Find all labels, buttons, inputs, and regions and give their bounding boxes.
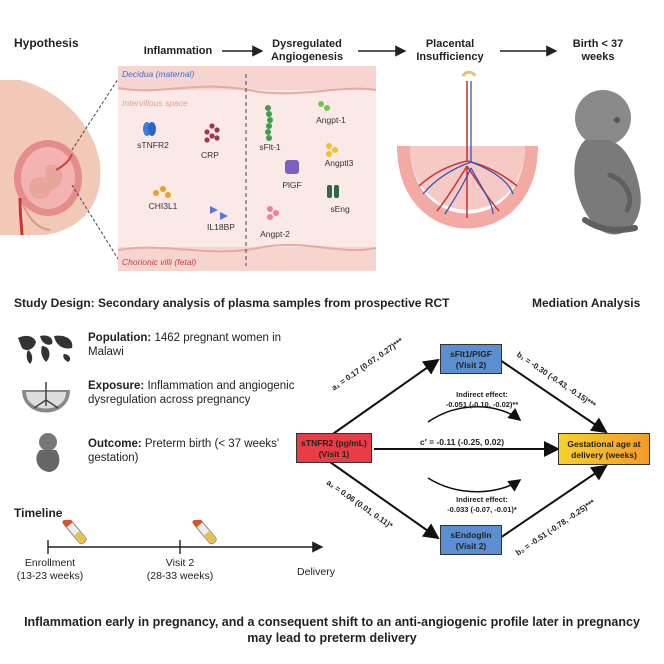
exposure-label: Exposure: [88, 380, 145, 392]
indirect-arc-1 [427, 406, 522, 423]
exposure-box-line2: (Visit 1) [318, 449, 350, 459]
mediator2-box: sEndoglin (Visit 2) [440, 525, 502, 555]
hypothesis-title: Hypothesis [14, 36, 79, 50]
exposure-box: sTNFR2 (pg/mL) (Visit 1) [296, 433, 372, 463]
enrollment-label: Enrollment (13-23 weeks) [0, 557, 100, 583]
visit2-label: Visit 2 (28-33 weeks) [130, 557, 230, 583]
world-map-icon [18, 335, 73, 364]
angptl3-label: Angptl3 [324, 158, 354, 168]
indirect2-value: -0.033 (-0.07, -0.01)* [447, 505, 517, 514]
mediator2-box-line2: (Visit 2) [455, 541, 487, 551]
flow-inflammation: Inflammation [143, 45, 213, 57]
enrollment-name: Enrollment [24, 557, 76, 569]
population-label: Population: [88, 332, 152, 344]
outcome-value: Preterm birth (< 37 weeks' gestation) [88, 438, 280, 464]
zoom-lines [71, 75, 121, 263]
placenta-small-icon [22, 382, 70, 413]
blood-tube-icon [61, 520, 87, 545]
outcome-box-line1: Gestational age at [567, 439, 641, 449]
design-title: Study Design: Secondary analysis of plas… [14, 296, 450, 310]
outcome-box: Gestational age at delivery (weeks) [558, 433, 650, 465]
mediator1-box: sFlt1/PlGF (Visit 2) [440, 344, 502, 374]
path-b1 [499, 359, 608, 434]
placenta-illustration [397, 70, 538, 229]
mediation-title: Mediation Analysis [532, 296, 641, 310]
mediation-diagram [329, 358, 608, 540]
enrollment-range: (13-23 weeks) [16, 570, 84, 582]
blood-tube-icon [192, 520, 217, 545]
exposure-value: Inflammation and angiogenic dysregulatio… [88, 380, 295, 406]
outcome-label: Outcome: [88, 438, 142, 450]
indirect1-title: Indirect effect: [456, 390, 508, 399]
fetus-head [29, 177, 51, 199]
chi3l1-label: CHI3L1 [148, 201, 178, 211]
crp-icon [204, 123, 220, 143]
timeline-title: Timeline [14, 506, 63, 520]
decidua-label: Decidua (maternal) [122, 69, 195, 79]
exposure-text: Exposure: Inflammation and angiogenic dy… [88, 379, 328, 407]
stnfr2-label: sTNFR2 [137, 140, 169, 150]
visit2-range: (28-33 weeks) [146, 570, 214, 582]
mediator1-box-line1: sFlt1/PlGF [449, 349, 493, 359]
plgf-label: PlGF [282, 180, 302, 190]
fetus-small-icon [36, 433, 60, 472]
chi3l1-icon [153, 186, 171, 198]
timeline-axis [47, 520, 324, 554]
flow-placental: Placental Insufficiency [416, 38, 484, 63]
outcome-text: Outcome: Preterm birth (< 37 weeks' gest… [88, 437, 318, 465]
path-a2 [329, 461, 440, 540]
indirect1-label: Indirect effect: -0.051 (-0.10, -0.02)** [432, 390, 532, 410]
delivery-label: Delivery [297, 566, 335, 578]
outcome-box-line2: delivery (weeks) [571, 450, 637, 460]
mediator1-box-line2: (Visit 2) [455, 360, 487, 370]
placenta-panel [118, 66, 376, 271]
fetus-illustration [574, 90, 641, 235]
seng-label: sEng [330, 204, 350, 214]
population-value: 1462 pregnant women in Malawi [88, 332, 282, 358]
conclusion-line1: Inflammation early in pregnancy, and a c… [24, 615, 640, 629]
pregnancy-illustration [0, 80, 101, 236]
flow-arrows [222, 45, 558, 57]
angpt2-icon [267, 206, 279, 220]
il18bp-label: IL18BP [207, 222, 235, 232]
visit2-name: Visit 2 [165, 557, 195, 569]
flow-birth: Birth < 37 weeks [572, 38, 624, 63]
plgf-icon [285, 160, 299, 174]
seng-icon [327, 185, 339, 198]
indirect2-label: Indirect effect: -0.033 (-0.07, -0.01)* [432, 495, 532, 515]
stnfr2-icon [143, 122, 156, 136]
path-b2 [499, 464, 608, 539]
path-a1 [329, 358, 440, 437]
sflt1-icon [265, 105, 273, 141]
flow-angiogenesis: Dysregulated Angiogenesis [270, 38, 344, 63]
chorionic-label: Chorionic villi (fetal) [122, 257, 197, 267]
angptl3-icon [326, 143, 338, 157]
angpt1-icon [318, 101, 330, 111]
mediator2-box-line1: sEndoglin [450, 530, 492, 540]
conclusion: Inflammation early in pregnancy, and a c… [10, 614, 654, 646]
intervillous-label: Intervillous space [122, 98, 188, 108]
conclusion-line2: may lead to preterm delivery [247, 631, 417, 645]
il18bp-icon [210, 206, 228, 220]
population-text: Population: 1462 pregnant women in Malaw… [88, 331, 318, 359]
indirect1-value: -0.051 (-0.10, -0.02)** [445, 400, 519, 409]
angpt2-label: Angpt-2 [260, 229, 290, 239]
angpt1-label: Angpt-1 [316, 115, 346, 125]
direct-label: c′ = -0.11 (-0.25, 0.02) [420, 437, 505, 447]
exposure-box-line1: sTNFR2 (pg/mL) [301, 438, 367, 448]
crp-label: CRP [201, 150, 219, 160]
sflt1-label: sFlt-1 [259, 142, 281, 152]
indirect-arc-2 [427, 477, 522, 493]
indirect2-title: Indirect effect: [456, 495, 508, 504]
